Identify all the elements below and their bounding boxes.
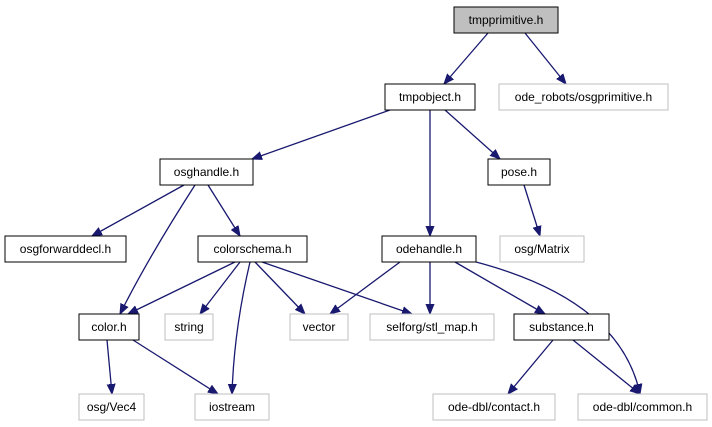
node-pose[interactable]: pose.h <box>487 158 551 186</box>
edge-color-to-iostream <box>132 339 218 394</box>
node-label: tmpobject.h <box>399 90 461 104</box>
node-box <box>369 313 495 341</box>
node-tmpprimitive[interactable]: tmpprimitive.h <box>453 6 559 34</box>
node-label: tmpprimitive.h <box>469 13 544 27</box>
edge-substance-to-common <box>572 339 640 394</box>
node-box <box>513 313 610 341</box>
node-vector: vector <box>289 313 349 341</box>
node-label: osg/Vec4 <box>87 400 137 414</box>
node-substance[interactable]: substance.h <box>513 313 610 341</box>
node-box <box>289 313 349 341</box>
node-box <box>381 235 477 263</box>
node-box <box>197 235 308 263</box>
node-label: substance.h <box>529 320 594 334</box>
edge-osghandle-to-osgforwarddecl <box>92 184 185 236</box>
node-contact: ode-dbl/contact.h <box>432 393 556 421</box>
node-label: iostream <box>209 400 255 414</box>
node-box <box>498 83 669 111</box>
edge-colorschema-to-stlmap <box>261 261 412 314</box>
node-box <box>499 235 585 263</box>
node-colorschema[interactable]: colorschema.h <box>197 235 308 263</box>
node-osgforwarddecl[interactable]: osgforwarddecl.h <box>4 235 127 263</box>
node-label: vector <box>303 320 336 334</box>
node-label: ode-dbl/contact.h <box>448 400 540 414</box>
node-box <box>577 393 708 421</box>
edge-osghandle-to-color <box>120 184 196 314</box>
node-label: color.h <box>91 320 126 334</box>
edge-colorschema-to-vector <box>254 261 305 314</box>
node-string: string <box>164 313 214 341</box>
edge-color-to-osgvec4 <box>107 339 112 394</box>
edge-substance-to-contact <box>508 339 554 394</box>
edge-tmpprimitive-to-osgprimitive <box>524 32 566 84</box>
edge-osghandle-to-colorschema <box>207 184 240 236</box>
node-iostream: iostream <box>194 393 270 421</box>
edge-odehandle-to-vector <box>330 261 401 314</box>
node-label: colorschema.h <box>213 242 291 256</box>
edge-tmpobject-to-pose <box>444 109 500 159</box>
edge-colorschema-to-iostream <box>232 261 251 394</box>
node-box <box>159 158 254 186</box>
node-osghandle[interactable]: osghandle.h <box>159 158 254 186</box>
edge-odehandle-to-substance <box>454 261 545 314</box>
node-box <box>194 393 270 421</box>
node-label: ode_robots/osgprimitive.h <box>515 90 652 104</box>
edge-tmpprimitive-to-tmpobject <box>444 32 489 84</box>
node-box <box>4 235 127 263</box>
node-label: osghandle.h <box>174 165 239 179</box>
node-box <box>487 158 551 186</box>
node-label: pose.h <box>501 165 537 179</box>
node-box <box>78 393 145 421</box>
node-osgmatrix: osg/Matrix <box>499 235 585 263</box>
node-osgprimitive: ode_robots/osgprimitive.h <box>498 83 669 111</box>
node-tmpobject[interactable]: tmpobject.h <box>384 83 476 111</box>
node-box <box>432 393 556 421</box>
node-label: selforg/stl_map.h <box>386 320 477 334</box>
node-osgvec4: osg/Vec4 <box>78 393 145 421</box>
node-odehandle[interactable]: odehandle.h <box>381 235 477 263</box>
edge-tmpobject-to-osghandle <box>252 109 391 159</box>
node-stlmap: selforg/stl_map.h <box>369 313 495 341</box>
node-box <box>453 6 559 34</box>
edge-colorschema-to-string <box>200 261 241 314</box>
node-box <box>164 313 214 341</box>
edge-colorschema-to-color <box>128 261 236 314</box>
node-label: string <box>174 320 203 334</box>
node-label: osgforwarddecl.h <box>20 242 111 256</box>
edge-pose-to-osgmatrix <box>523 184 540 236</box>
node-label: ode-dbl/common.h <box>593 400 692 414</box>
node-label: osg/Matrix <box>514 242 569 256</box>
node-label: odehandle.h <box>396 242 462 256</box>
nodes-layer: tmpprimitive.h tmpobject.h ode_robots/osgp… <box>4 6 708 421</box>
node-box <box>78 313 140 341</box>
node-box <box>384 83 476 111</box>
node-color[interactable]: color.h <box>78 313 140 341</box>
node-common: ode-dbl/common.h <box>577 393 708 421</box>
